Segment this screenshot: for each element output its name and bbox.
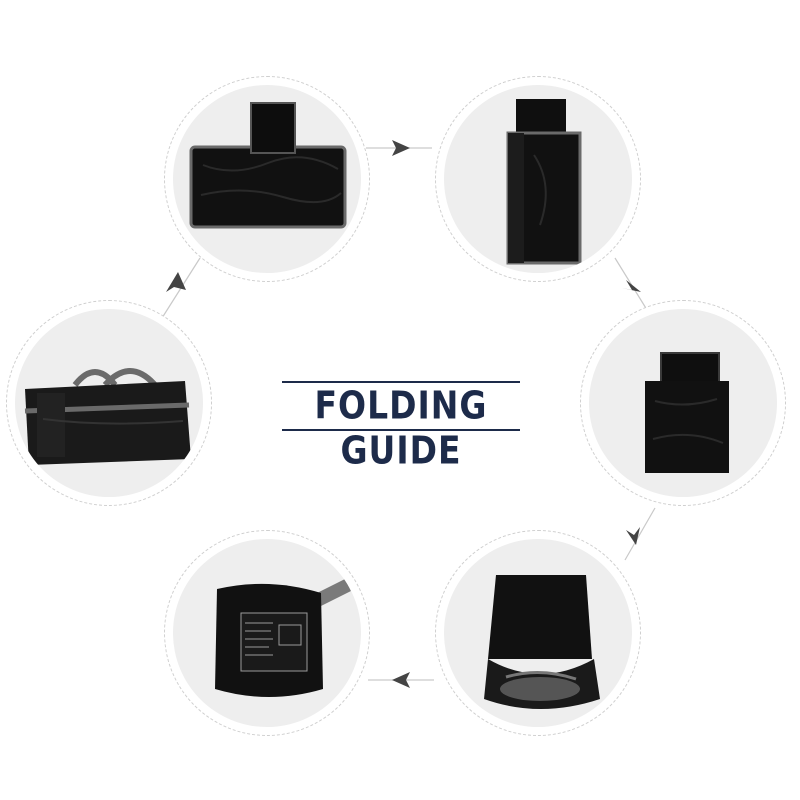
step-5-disc (173, 539, 361, 727)
title-block: FOLDING GUIDE (278, 381, 524, 473)
packed-pouch-with-label-icon (215, 579, 351, 697)
arrow-1-to-2-icon (392, 140, 410, 156)
folded-bag-vertical-icon (506, 99, 582, 265)
duffel-bag-icon (24, 368, 191, 465)
flat-bag-with-flap-icon (189, 102, 347, 229)
step-2-folded-bag (435, 76, 641, 282)
arrow-2-to-3-icon (622, 280, 641, 292)
step-5-packed-pouch (164, 530, 370, 736)
title-rule-top (282, 381, 520, 383)
title-rule-bottom (282, 429, 520, 431)
page-title: FOLDING GUIDE (314, 383, 488, 473)
step-2-disc (444, 85, 632, 273)
step-1-flat-bag (164, 76, 370, 282)
arrow-6-to-1-icon (166, 272, 186, 292)
step-6-duffel-bag (6, 300, 212, 506)
step-4-stuffing-bag (435, 530, 641, 736)
bag-stuffed-into-pouch-icon (484, 575, 600, 709)
step-4-disc (444, 539, 632, 727)
arrow-4-to-5-icon (392, 672, 410, 688)
step-3-disc (589, 309, 777, 497)
step-6-disc (15, 309, 203, 497)
step-3-bag-with-pouch (580, 300, 786, 506)
bag-with-pouch-up-icon (645, 352, 729, 473)
step-1-disc (173, 85, 361, 273)
